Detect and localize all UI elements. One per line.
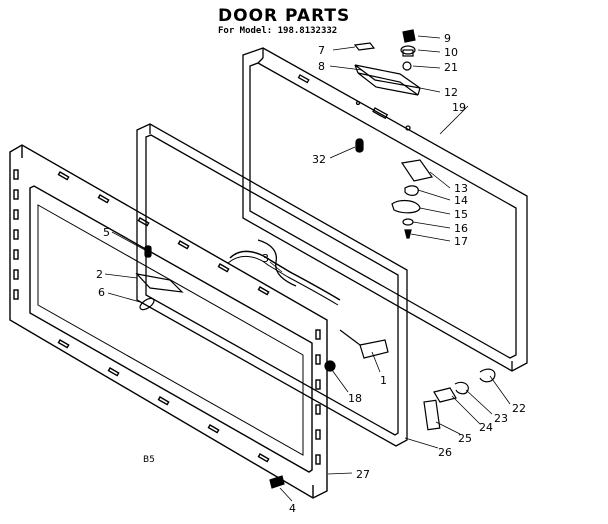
- callout-16: 16: [454, 222, 468, 235]
- leader-lines: [104, 35, 511, 502]
- callout-1: 1: [380, 374, 387, 387]
- callout-3: 3: [262, 252, 269, 265]
- diagram-title: DOOR PARTS: [218, 6, 351, 26]
- callout-17: 17: [454, 235, 468, 248]
- callout-9: 9: [444, 32, 451, 45]
- callout-7: 7: [318, 44, 325, 57]
- callout-26: 26: [438, 446, 452, 459]
- callout-labels: 9 10 21 7 8 12 19 32 13 14 15 16 17 5 3 …: [96, 32, 526, 515]
- callout-24: 24: [479, 421, 493, 434]
- model-label: For Model: 198.8132332: [218, 26, 338, 36]
- callout-12: 12: [444, 86, 458, 99]
- callout-22: 22: [512, 402, 526, 415]
- callout-15: 15: [454, 208, 468, 221]
- drawing-code: B5: [143, 455, 155, 465]
- callout-27: 27: [356, 468, 370, 481]
- callout-32: 32: [312, 153, 326, 166]
- callout-8: 8: [318, 60, 325, 73]
- middle-door-frame: [136, 123, 408, 447]
- callout-10: 10: [444, 46, 458, 59]
- front-door-panel: [9, 144, 328, 499]
- callout-4: 4: [289, 502, 296, 515]
- rear-door-frame: [242, 47, 528, 372]
- callout-23: 23: [494, 412, 508, 425]
- callout-14: 14: [454, 194, 468, 207]
- small-parts: [135, 29, 496, 489]
- callout-18: 18: [348, 392, 362, 405]
- callout-2: 2: [96, 268, 103, 281]
- callout-6: 6: [98, 286, 105, 299]
- callout-19: 19: [452, 101, 466, 114]
- callout-13: 13: [454, 182, 468, 195]
- callout-5: 5: [103, 226, 110, 239]
- callout-21: 21: [444, 61, 458, 74]
- callout-25: 25: [458, 432, 472, 445]
